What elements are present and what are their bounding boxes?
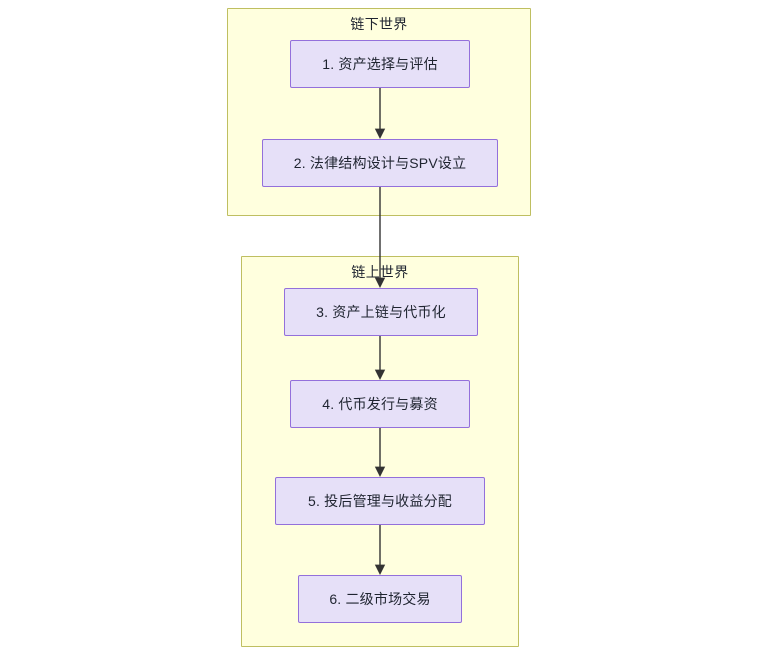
node-post-investment-management[interactable]: 5. 投后管理与收益分配: [275, 477, 485, 525]
node-token-issuance-fundraising-label: 4. 代币发行与募资: [322, 396, 438, 412]
node-asset-selection[interactable]: 1. 资产选择与评估: [290, 40, 470, 88]
node-secondary-market-trading-label: 6. 二级市场交易: [329, 591, 431, 607]
node-token-issuance-fundraising[interactable]: 4. 代币发行与募资: [290, 380, 470, 428]
node-legal-structure-spv[interactable]: 2. 法律结构设计与SPV设立: [262, 139, 498, 187]
node-asset-onchain-tokenization[interactable]: 3. 资产上链与代币化: [284, 288, 478, 336]
node-legal-structure-spv-label: 2. 法律结构设计与SPV设立: [293, 155, 467, 171]
node-post-investment-management-label: 5. 投后管理与收益分配: [308, 493, 452, 509]
node-asset-onchain-tokenization-label: 3. 资产上链与代币化: [316, 304, 446, 320]
cluster-offchain-title: 链下世界: [350, 16, 408, 32]
node-asset-selection-label: 1. 资产选择与评估: [322, 56, 438, 72]
node-secondary-market-trading[interactable]: 6. 二级市场交易: [298, 575, 462, 623]
cluster-onchain-title: 链上世界: [351, 264, 409, 280]
